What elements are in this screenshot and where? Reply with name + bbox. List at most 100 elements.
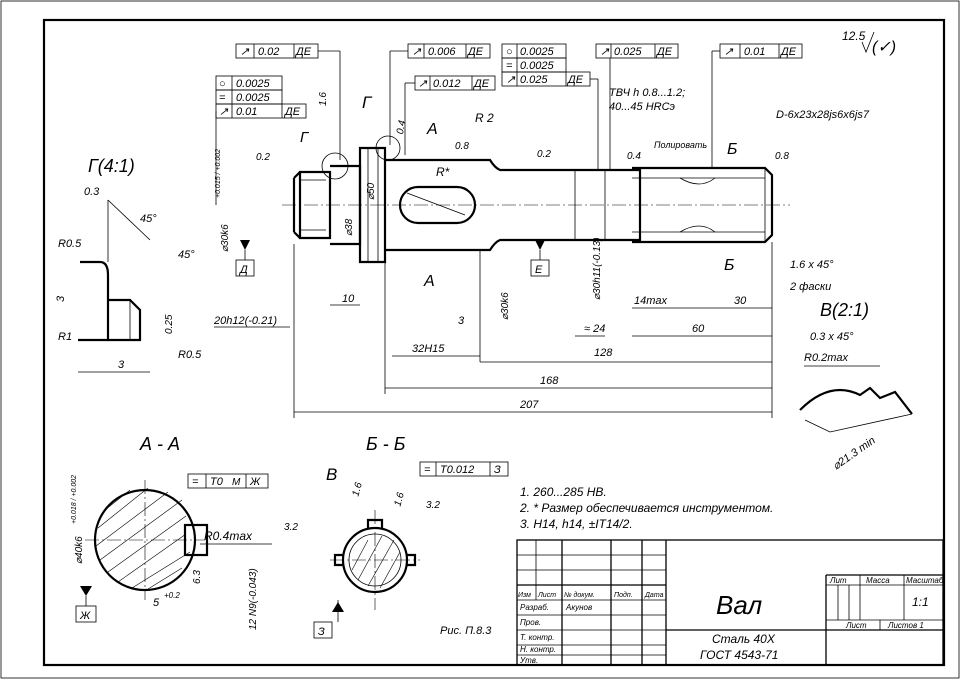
svg-text:R 2: R 2 [475,111,494,125]
material-line-1: Сталь 40Х [712,632,776,646]
svg-text:○: ○ [219,78,226,90]
material-line-2: ГОСТ 4543-71 [700,648,778,662]
svg-text:ДЕ: ДЕ [294,46,312,58]
svg-text:45°: 45° [178,249,195,261]
svg-text:0.4: 0.4 [627,151,641,162]
svg-text:Н. контр.: Н. контр. [520,645,556,654]
svg-text:3. H14, h14, ±IT14/2.: 3. H14, h14, ±IT14/2. [520,517,633,531]
svg-text:Г: Г [300,129,310,146]
section-G-letter: Г [362,93,373,112]
svg-text:0.012: 0.012 [433,78,461,90]
svg-text:0.3: 0.3 [84,186,100,198]
svg-text:ДЕ: ДЕ [472,78,490,90]
svg-text:3: 3 [55,295,67,302]
part-name: Вал [716,590,763,620]
svg-text:⌀30h11(-0.13): ⌀30h11(-0.13) [592,237,603,300]
svg-text:3.2: 3.2 [284,522,298,533]
svg-text:≈ 24: ≈ 24 [584,323,605,335]
svg-text:Подп.: Подп. [614,591,633,599]
svg-text:R0.5: R0.5 [58,238,82,250]
svg-text:⌀30k6: ⌀30k6 [500,292,511,320]
svg-text:5: 5 [153,597,160,609]
svg-text:1.6: 1.6 [351,481,365,498]
svg-text:Б - Б: Б - Б [366,434,406,454]
svg-text:=: = [192,476,199,488]
svg-text:30: 30 [734,295,747,307]
svg-text:Е: Е [535,264,543,276]
svg-text:6.3: 6.3 [192,570,203,584]
svg-text:○: ○ [506,46,513,58]
svg-text:128: 128 [594,347,613,359]
svg-text:T0.012: T0.012 [440,464,474,476]
svg-text:⌀40k6: ⌀40k6 [74,536,85,564]
svg-text:32H15: 32H15 [412,343,445,355]
detail-view-V: В(2:1) 0.3 x 45° R0.2max ⌀21.3 min [799,300,913,472]
svg-text:0.2: 0.2 [256,152,270,163]
svg-text:Лист: Лист [845,621,867,630]
svg-text:+0.2: +0.2 [164,591,180,600]
svg-text:Т. контр.: Т. контр. [520,633,555,642]
svg-text:1.6: 1.6 [318,92,329,106]
svg-text:Разраб.: Разраб. [520,603,549,612]
svg-text:R1: R1 [58,331,72,343]
svg-text:Б: Б [724,257,734,274]
svg-text:T0: T0 [210,476,224,488]
svg-text:0.0025: 0.0025 [236,92,271,104]
svg-text:↗: ↗ [240,46,250,58]
shaft-main-view [282,135,790,264]
svg-text:↗: ↗ [219,106,229,118]
svg-text:0.8: 0.8 [775,151,789,162]
svg-text:Масса: Масса [866,576,890,585]
svg-text:R0.4max: R0.4max [204,529,253,543]
svg-text:=: = [219,92,226,104]
svg-text:Акунов: Акунов [565,603,592,612]
svg-text:В(2:1): В(2:1) [820,300,869,320]
svg-text:14max: 14max [634,295,668,307]
svg-text:45°: 45° [140,213,157,225]
svg-text:0.8: 0.8 [455,141,469,152]
svg-text:А: А [423,273,435,290]
svg-text:0.025: 0.025 [614,46,642,58]
svg-text:R*: R* [436,165,450,179]
scale-value: 1:1 [912,595,929,609]
svg-text:ДЕ: ДЕ [779,46,797,58]
roughness-value: 12.5 [842,29,866,43]
svg-text:0.2: 0.2 [537,149,551,160]
svg-text:Б: Б [727,141,737,158]
svg-text:3: 3 [118,359,125,371]
svg-text:ДЕ: ДЕ [566,74,584,86]
svg-text:Д: Д [238,264,248,276]
figure-caption: Рис. П.8.3 [440,625,492,637]
svg-text:10: 10 [342,293,355,305]
svg-text:↗: ↗ [600,46,610,58]
svg-text:Листов 1: Листов 1 [887,621,924,630]
svg-text:М: М [232,477,241,488]
svg-text:0.01: 0.01 [744,46,765,58]
svg-text:ДЕ: ДЕ [283,106,301,118]
tolerance-frames-top: ↗ 0.02 ДЕ ↗ 0.006 ДЕ ↗ 0.012 ДЕ ○ 0.0025… [215,43,803,205]
technical-notes: 1. 260...285 HB. 2. * Размер обеспечивае… [519,485,773,531]
svg-text:Масштаб: Масштаб [906,576,944,585]
svg-text:R0.5: R0.5 [178,349,202,361]
svg-text:=: = [424,464,431,476]
svg-text:Г(4:1): Г(4:1) [88,156,135,176]
svg-text:Утв.: Утв. [519,656,538,665]
svg-text:0.0025: 0.0025 [236,78,271,90]
svg-text:Лит: Лит [829,576,847,585]
svg-text:А - А: А - А [139,434,180,454]
svg-text:40...45 HRCэ: 40...45 HRCэ [609,101,676,113]
svg-text:№ докум.: № докум. [564,591,595,599]
svg-text:⌀38: ⌀38 [344,218,355,236]
svg-text:Полировать: Полировать [654,140,707,150]
svg-text:+0.018 / +0.002: +0.018 / +0.002 [71,475,78,524]
svg-text:12 N9(-0.043): 12 N9(-0.043) [248,568,259,630]
svg-text:0.4: 0.4 [395,119,408,135]
section-B-B: Б - Б В 1.6 1.6 3.2 = T0.012 З З [313,434,509,639]
svg-text:60: 60 [692,323,705,335]
svg-text:0.01: 0.01 [236,106,257,118]
svg-text:1. 260...285 HB.: 1. 260...285 HB. [520,485,607,499]
svg-text:ДЕ: ДЕ [466,46,484,58]
